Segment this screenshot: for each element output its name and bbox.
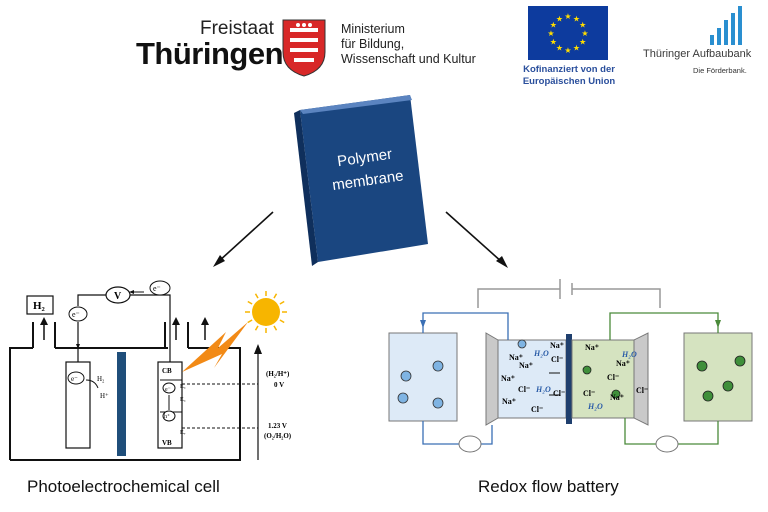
eu-star-icon: ★: [573, 44, 580, 53]
ministry-line-1: Ministerium: [341, 22, 405, 36]
eu-caption: Kofinanziert von der Europäischen Union: [519, 64, 619, 88]
sun-ray: [247, 319, 253, 324]
rfb-h2o-1: H₂O: [533, 349, 549, 358]
ministry-line-2: für Bildung,: [341, 37, 405, 51]
sun-ray: [279, 300, 285, 305]
pec-ref-top: (H₂/H⁺): [266, 370, 290, 378]
eu-star-icon: ★: [564, 46, 571, 55]
rfb-diagram: [388, 279, 753, 453]
eu-star-icon: ★: [579, 38, 586, 47]
rfb-na-2: Na⁺: [519, 361, 533, 370]
ministry-line-3: Wissenschaft und Kultur: [341, 52, 476, 66]
pec-h-hole: h⁺: [164, 413, 170, 420]
ministry-text: Ministerium für Bildung, Wissenschaft un…: [341, 22, 476, 67]
polymer-membrane-title: Polymer membrane: [302, 121, 440, 286]
rfb-cl-3: Cl⁻: [553, 389, 565, 398]
rfb-na-4: Na⁺: [502, 397, 516, 406]
eu-star-icon: ★: [556, 44, 563, 53]
pec-vb: VB: [162, 439, 172, 447]
eu-star-icon: ★: [547, 29, 554, 38]
sun-ray: [279, 319, 285, 324]
sun-ray: [273, 325, 278, 331]
tab-logo-bars: [710, 6, 742, 45]
eu-caption-line-1: Kofinanziert von der: [523, 64, 615, 75]
rfb-h2o-3: H₂O: [621, 350, 637, 359]
pec-h2-label: H₂: [33, 300, 46, 312]
sun-ray: [247, 300, 253, 305]
eu-star-icon: ★: [581, 29, 588, 38]
arrow-to-pec: [213, 211, 274, 267]
rfb-na-7: Na⁺: [610, 393, 624, 402]
eu-star-icon: ★: [579, 21, 586, 30]
eu-star-icon: ★: [550, 21, 557, 30]
eu-star-icon: ★: [550, 38, 557, 47]
eu-stars-icon: ★★★★★★★★★★★★: [547, 12, 588, 55]
rfb-left-tank: [388, 332, 458, 422]
pec-diagram: [9, 280, 287, 461]
rfb-h2o-4: H₂O: [587, 402, 603, 411]
tab-bank-name: Thüringer Aufbaubank: [643, 48, 752, 60]
rfb-cl-1: Cl⁻: [518, 385, 530, 394]
pec-e-top: e⁻: [153, 284, 161, 293]
rfb-cl-6: Cl⁻: [583, 389, 595, 398]
lightning-icon: [182, 322, 248, 372]
sun-ray: [254, 325, 259, 331]
thuringen-text: Thüringen: [136, 36, 284, 71]
eu-star-icon: ★: [556, 14, 563, 23]
pec-ref-bot: (O₂/H₂O): [264, 432, 292, 440]
pump-left-icon: [458, 435, 482, 453]
tab-bank-slogan: Die Förderbank.: [693, 66, 747, 75]
rfb-right-tank: [683, 332, 753, 422]
sun-ray: [273, 293, 278, 299]
rfb-na-6: Na⁺: [585, 343, 599, 352]
pec-h-plus: H⁺: [100, 392, 109, 400]
pec-ref-top-v: 0 V: [274, 381, 284, 389]
pec-ec: E꜀: [180, 384, 186, 390]
coat-of-arms-logo: [282, 19, 326, 77]
rfb-na-8: Na⁺: [616, 359, 630, 368]
sun-icon: [245, 291, 287, 333]
pec-ef: E꜀: [180, 397, 186, 403]
rfb-na-1: Na⁺: [509, 353, 523, 362]
pec-ref-bot-v: 1.23 V: [268, 422, 287, 430]
rfb-cl-4: Cl⁻: [531, 405, 543, 414]
rfb-na-3: Na⁺: [501, 374, 515, 383]
pump-right-icon: [655, 435, 679, 453]
arrow-to-rfb: [445, 211, 508, 268]
polymer-membrane-book: [294, 95, 428, 266]
eu-star-icon: ★: [573, 14, 580, 23]
freistaat-text: Freistaat: [200, 18, 274, 39]
pec-cb: CB: [162, 367, 172, 375]
pec-e-cb: e⁻: [165, 387, 171, 393]
rfb-h2o-2: H₂O: [535, 385, 551, 394]
pec-ev: Eᵥ: [180, 430, 186, 436]
rfb-cl-2: Cl⁻: [551, 355, 563, 364]
rfb-cl-7: Cl⁻: [636, 386, 648, 395]
rfb-cl-5: Cl⁻: [607, 373, 619, 382]
rfb-caption: Redox flow battery: [478, 477, 619, 496]
pec-e-electrode: e⁻: [71, 375, 78, 383]
eu-caption-line-2: Europäischen Union: [522, 76, 616, 87]
pec-h2-small: H₂: [97, 375, 105, 383]
rfb-labels: Na⁺ Na⁺ Na⁺ Na⁺ Na⁺ Cl⁻ Cl⁻ Cl⁻ Cl⁻ Na⁺ …: [501, 341, 648, 414]
pec-e-left: e⁻: [72, 310, 80, 319]
pec-caption: Photoelectrochemical cell: [27, 477, 220, 496]
eu-star-icon: ★: [564, 12, 571, 21]
rfb-na-5: Na⁺: [550, 341, 564, 350]
eu-flag: [528, 6, 608, 60]
sun-ray: [254, 293, 259, 299]
pec-v-label: V: [114, 291, 122, 302]
